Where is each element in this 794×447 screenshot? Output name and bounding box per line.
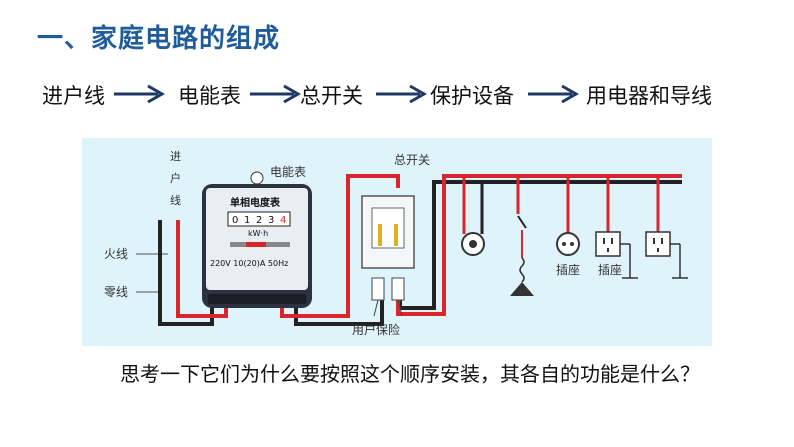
section-title: 一、家庭电路的组成 (37, 24, 281, 54)
meter-unit: kW·h (248, 229, 268, 238)
meter-title: 单相电度表 (230, 196, 281, 209)
incoming-wire-label-2: 户 (170, 171, 181, 185)
main-switch-label: 总开关 (394, 153, 430, 167)
discussion-question: 思考一下它们为什么要按照这个顺序安装，其各自的功能是什么？ (90, 360, 720, 388)
flow-step-main-switch: 总开关 (300, 84, 363, 108)
flow-arrow-icon (250, 84, 302, 104)
flow-arrow-icon (114, 84, 166, 104)
fuse-left (371, 277, 385, 301)
incoming-wire-label-1: 进 (170, 150, 181, 163)
flow-step-protection: 保护设备 (430, 84, 514, 108)
flow-arrow-icon (376, 84, 428, 104)
switch-icon (517, 215, 527, 229)
fuse-right (391, 277, 405, 301)
meter-label: 电能表 (270, 165, 306, 179)
meter-digit: 0 (232, 215, 238, 226)
flow-arrow-icon (528, 84, 580, 104)
socket-icon (595, 231, 621, 257)
circuit-drawing: 进 户 线 火线 零线 电能表 单相电度表 0 1 2 3 4 kW·h 220… (104, 150, 688, 337)
flow-step-meter: 电能表 (178, 84, 241, 108)
meter-rating: 220V 10(20)A 50Hz (210, 259, 288, 268)
fuse-label: 用户保险 (352, 322, 400, 337)
meter-digit: 4 (280, 215, 286, 226)
installation-flow: 进户线 电能表 总开关 保护设备 用电器和导线 (0, 78, 794, 118)
live-wire-label: 火线 (104, 247, 128, 261)
incoming-wire-label-3: 线 (170, 193, 181, 207)
flow-step-appliances: 用电器和导线 (586, 84, 712, 108)
neutral-wire-label: 零线 (104, 285, 128, 299)
socket-icon (556, 232, 580, 256)
socket-label: 插座 (556, 262, 580, 277)
flow-step-incoming-wire: 进户线 (42, 84, 105, 108)
socket-icon (645, 231, 671, 257)
socket-label: 插座 (598, 262, 622, 277)
meter-digit: 3 (268, 215, 274, 226)
question-text: 思考一下它们为什么要按照这个顺序安装，其各自的功能是什么？ (120, 362, 700, 386)
household-circuit-diagram: 进 户 线 火线 零线 电能表 单相电度表 0 1 2 3 4 kW·h 220… (82, 138, 712, 346)
meter-digit: 2 (256, 215, 262, 226)
meter-digit: 1 (244, 215, 250, 226)
lamp-icon (510, 282, 534, 296)
